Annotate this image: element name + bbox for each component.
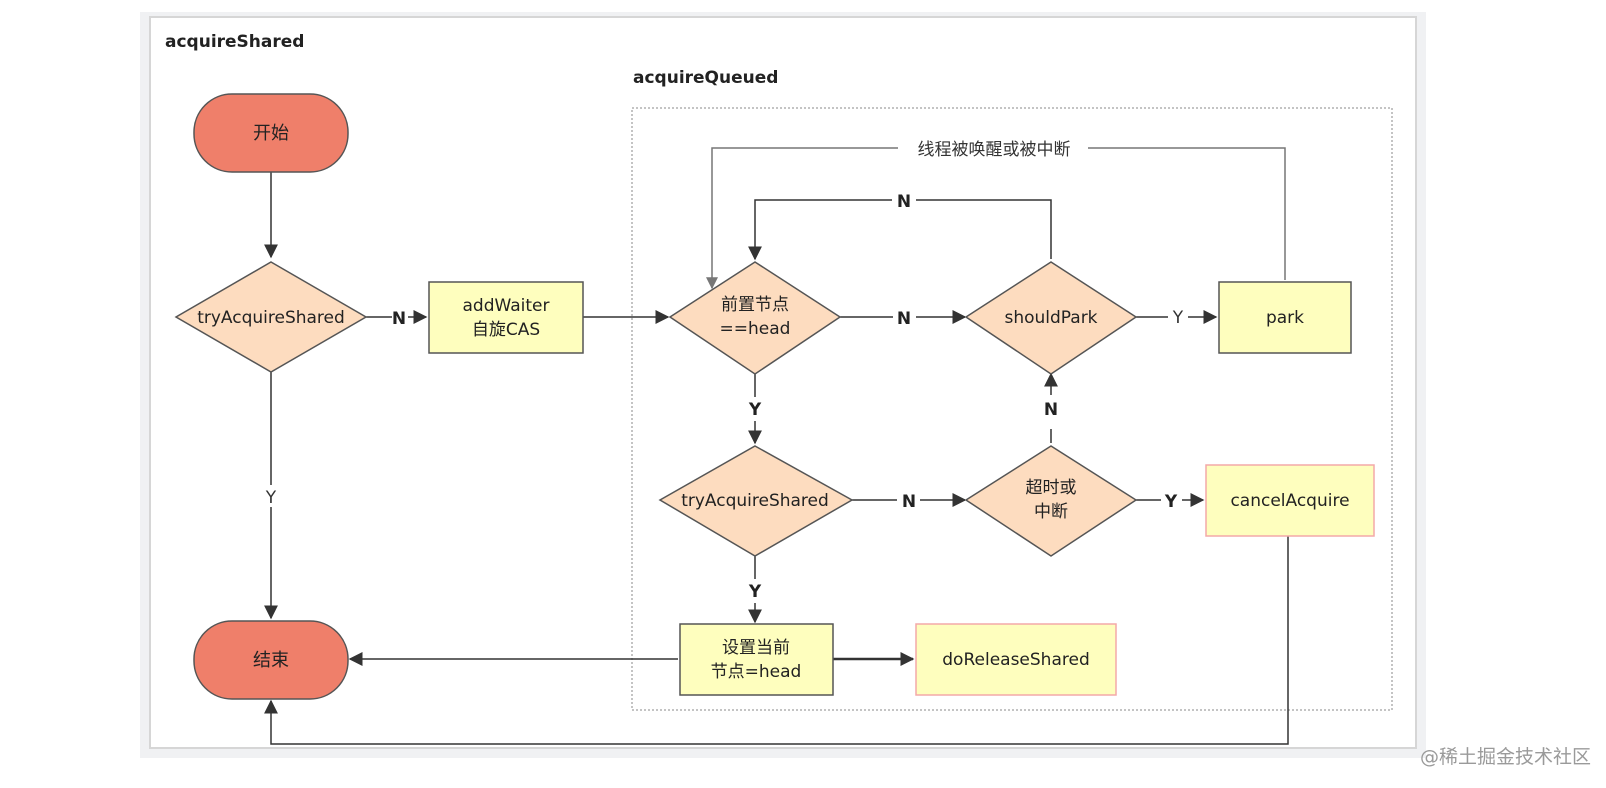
try-acquire-shared-inner-decision: [658, 445, 854, 557]
edge-cancel-to-end: [264, 536, 1289, 745]
edge-label-park-wakeup: 线程被唤醒或被中断: [918, 140, 1071, 160]
should-park-decision: [964, 261, 1138, 375]
group-title: acquireQueued: [633, 68, 778, 88]
try-acquire-shared-inner-label: tryAcquireShared: [681, 491, 829, 511]
edge-label-timeout-no: N: [1044, 400, 1058, 420]
timeout-label-line1: 超时或: [1026, 478, 1077, 498]
edge-label-prevhead-no: N: [897, 309, 911, 329]
end-label: 结束: [253, 650, 289, 671]
do-release-shared-node: [915, 623, 1117, 696]
edge-label-shouldpark-no: N: [897, 192, 911, 212]
try-acquire-shared-outer-label: tryAcquireShared: [197, 308, 345, 328]
edge-label-try-outer-yes: Y: [265, 488, 277, 508]
should-park-label: shouldPark: [1004, 308, 1097, 328]
start-node: [193, 93, 349, 173]
prev-is-head-label-line1: 前置节点: [721, 295, 789, 315]
edge-label-shouldpark-yes: Y: [1172, 308, 1184, 328]
edge-label-timeout-yes: Y: [1164, 492, 1178, 512]
timeout-label-line2: 中断: [1034, 502, 1068, 522]
end-node: [193, 620, 349, 700]
edge-label-tryinner-yes: Y: [748, 582, 762, 602]
edge-label-try-outer-no: N: [392, 309, 406, 329]
prev-is-head-decision: [668, 261, 842, 375]
watermark: @稀土掘金技术社区: [1420, 746, 1592, 768]
add-waiter-node: [428, 281, 584, 354]
park-node: [1218, 281, 1352, 354]
acquire-queued-group: [631, 107, 1393, 711]
label-bg: [898, 136, 1088, 160]
label-bg: [262, 485, 280, 507]
start-label: 开始: [253, 123, 289, 144]
do-release-shared-label: doReleaseShared: [942, 650, 1089, 670]
set-head-label-line2: 节点=head: [711, 662, 802, 682]
set-head-node: [679, 623, 834, 696]
cancel-acquire-label: cancelAcquire: [1230, 491, 1349, 511]
label-bg: [892, 189, 916, 211]
edge-label-tryinner-no: N: [902, 492, 916, 512]
try-acquire-shared-outer-decision: [174, 261, 368, 373]
edge-label-prevhead-yes: Y: [748, 400, 762, 420]
prev-is-head-label-line2: ==head: [720, 319, 791, 339]
park-label: park: [1266, 308, 1304, 328]
frame-title: acquireShared: [165, 32, 304, 52]
cancel-acquire-node: [1205, 464, 1375, 537]
set-head-label-line1: 设置当前: [722, 638, 790, 658]
timeout-or-interrupt-decision: [964, 445, 1138, 557]
add-waiter-label-line1: addWaiter: [463, 296, 550, 316]
add-waiter-label-line2: 自旋CAS: [472, 320, 540, 340]
